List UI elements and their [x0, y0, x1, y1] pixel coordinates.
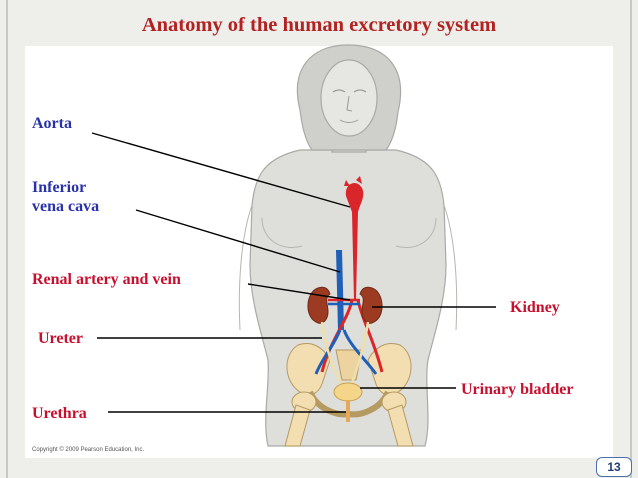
- mouth: [339, 119, 359, 123]
- copyright-notice: Copyright © 2009 Pearson Education, Inc.: [32, 447, 145, 453]
- inferior-vena-cava-label-line2: vena cava: [32, 198, 100, 215]
- nose: [346, 95, 353, 112]
- leader-line-vena-cava: [135, 209, 341, 273]
- left-ureter: [320, 321, 346, 389]
- right-breast: [395, 217, 437, 248]
- slide-border-left: [6, 0, 8, 478]
- urethra-tube: [346, 400, 350, 422]
- ureter-label: Ureter: [38, 330, 83, 347]
- kidney-label: Kidney: [510, 299, 560, 316]
- leader-line-aorta: [91, 132, 351, 208]
- left-eye: [332, 89, 346, 93]
- slide-title: Anatomy of the human excretory system: [141, 14, 497, 36]
- left-femur: [284, 404, 311, 447]
- inferior-vena-cava-vessel: [336, 250, 344, 330]
- slide-border-right: [630, 0, 632, 478]
- renal-artery-vein-label: Renal artery and vein: [32, 271, 181, 288]
- left-breast: [261, 217, 303, 248]
- urinary-bladder-label: Urinary bladder: [461, 381, 574, 398]
- leader-lines: [91, 132, 496, 413]
- aorta-label: Aorta: [32, 115, 72, 132]
- right-femur: [387, 404, 414, 447]
- right-kidney: [359, 286, 383, 324]
- leader-line-renal: [247, 283, 351, 301]
- left-arm: [238, 204, 253, 331]
- right-eye: [353, 89, 367, 93]
- right-arm: [443, 204, 458, 331]
- aorta-vessel: [344, 176, 364, 300]
- inferior-vena-cava-label-line1: Inferior: [32, 179, 87, 196]
- urethra-label: Urethra: [32, 405, 87, 422]
- page-number-badge: 13: [596, 457, 632, 477]
- urinary-bladder-organ: [333, 382, 363, 402]
